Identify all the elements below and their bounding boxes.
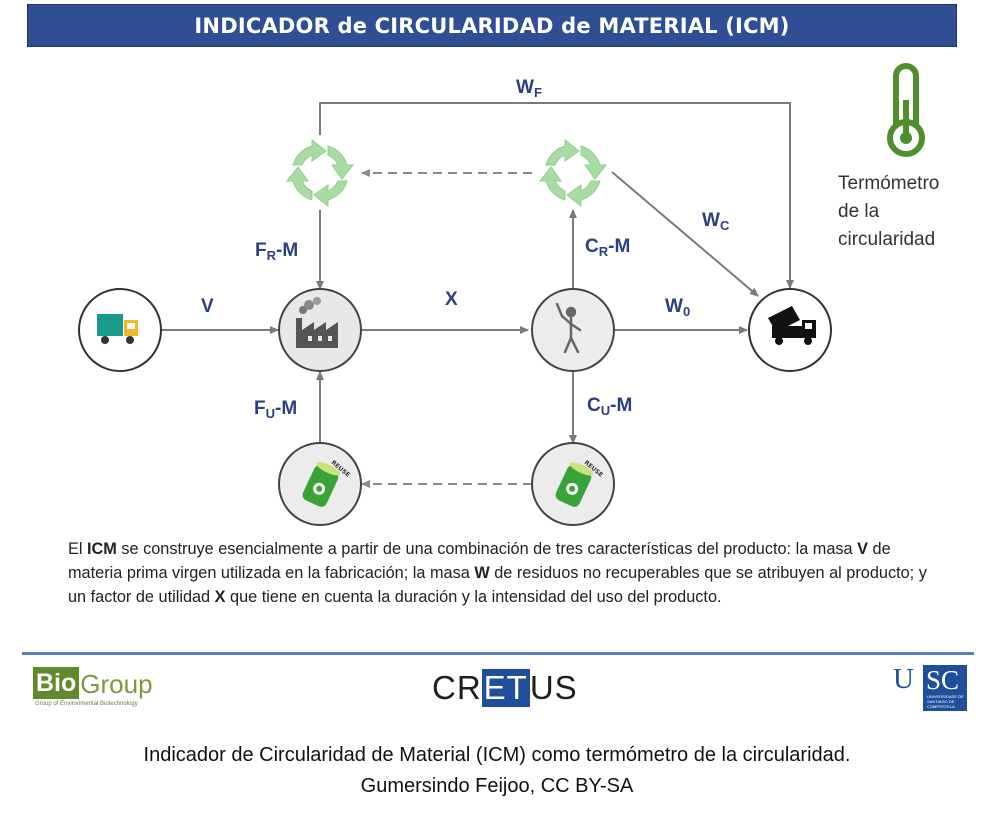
flow-wc-arrow bbox=[611, 171, 759, 297]
label-wf: WF bbox=[516, 77, 542, 100]
title-banner: INDICADOR de CIRCULARIDAD de MATERIAL (I… bbox=[27, 4, 957, 47]
label-cum: CU-M bbox=[587, 395, 633, 418]
dump-node bbox=[748, 288, 832, 372]
description-text: El ICM se construye esencialmente a part… bbox=[68, 540, 927, 606]
label-fum: FU-M bbox=[254, 398, 298, 421]
label-x: X bbox=[445, 289, 458, 310]
dump-truck-icon bbox=[768, 306, 816, 345]
factory-node bbox=[278, 288, 362, 372]
label-crm: CR-M bbox=[585, 236, 631, 259]
flow-wf-arrow bbox=[319, 102, 794, 289]
recycle-node-right bbox=[538, 138, 608, 208]
thermometer-icon bbox=[887, 63, 925, 157]
factory-icon bbox=[296, 297, 338, 348]
reuse-can-icon bbox=[555, 462, 594, 507]
label-w0: W0 bbox=[665, 296, 691, 319]
footer-divider bbox=[22, 652, 974, 655]
recycle-node-left bbox=[285, 138, 355, 208]
label-v: V bbox=[201, 296, 214, 317]
recycle-icon bbox=[285, 138, 355, 208]
thermometer-caption: Termómetro de la circularidad bbox=[838, 173, 940, 250]
label-frm: FR-M bbox=[255, 240, 299, 263]
figure-caption: Indicador de Circularidad de Material (I… bbox=[143, 744, 851, 797]
baseball-player-icon bbox=[555, 302, 582, 354]
user-node bbox=[531, 288, 615, 372]
icm-flow-diagram: REUSE REUSE bbox=[78, 63, 925, 526]
reuse-can-icon bbox=[302, 462, 341, 507]
truck-icon bbox=[97, 314, 138, 344]
label-wc: WC bbox=[702, 210, 730, 233]
cretus-logo: CRETUS bbox=[432, 669, 578, 707]
reuse-node-right: REUSE bbox=[531, 442, 615, 526]
page-title: INDICADOR de CIRCULARIDAD de MATERIAL (I… bbox=[194, 13, 790, 38]
recycle-icon bbox=[538, 138, 608, 208]
usc-logo: U SC UNIVERSIDADE DE SANTIAGO DE COMPOST… bbox=[893, 663, 973, 713]
truck-node bbox=[78, 288, 162, 372]
reuse-node-left: REUSE bbox=[278, 442, 362, 526]
